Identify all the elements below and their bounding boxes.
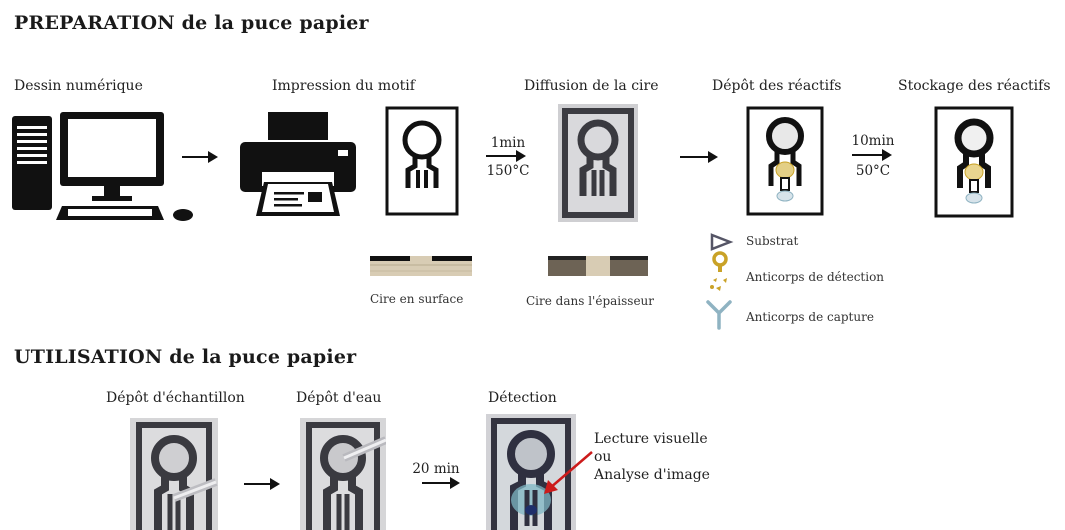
stockage-temp: 50°C (855, 163, 891, 179)
printed-chip (385, 106, 459, 216)
detection-antibody-icon (710, 251, 728, 291)
legend-detection: Anticorps de détection (746, 270, 885, 284)
diffusion-time: 1min (490, 135, 526, 151)
legend-substrat: Substrat (746, 234, 799, 248)
step-dessin-label: Dessin numérique (14, 78, 143, 94)
arrow-to-depot (680, 151, 718, 163)
arrow-to-diffusion (486, 150, 526, 162)
step-detection-label: Détection (488, 390, 557, 406)
printer-icon (240, 112, 356, 216)
reagent-chip (746, 106, 824, 216)
step-impression-label: Impression du motif (272, 78, 415, 94)
water-chip-photo (300, 418, 386, 530)
readout-block: Lecture visuelle ou Analyse d'image (594, 430, 710, 484)
arrow-to-eau (244, 478, 280, 490)
substrat-icon (710, 233, 734, 251)
utilisation-title: UTILISATION de la puce papier (14, 346, 357, 368)
computer-icon (12, 112, 193, 221)
incubation-time: 20 min (412, 461, 460, 477)
wax-surface-label: Cire en surface (370, 292, 464, 306)
diffused-chip-photo (558, 104, 638, 222)
arrow-dessin-to-impression (182, 151, 218, 163)
detection-pointer-arrow (544, 451, 593, 494)
diffusion-temp: 150°C (486, 163, 530, 179)
preparation-title: PREPARATION de la puce papier (14, 12, 369, 34)
wax-depth-strip (548, 256, 648, 276)
step-eau-label: Dépôt d'eau (296, 390, 382, 406)
readout-or: ou (594, 449, 612, 465)
stockage-time: 10min (851, 133, 895, 149)
capture-antibody-icon (706, 300, 732, 330)
stored-chip (934, 106, 1014, 218)
legend-capture: Anticorps de capture (746, 310, 874, 324)
step-depot-label: Dépôt des réactifs (712, 78, 842, 94)
arrow-to-stockage (852, 149, 892, 161)
sample-chip-photo (130, 418, 218, 530)
step-stockage-label: Stockage des réactifs (898, 78, 1051, 94)
wax-surface-strip (370, 256, 472, 276)
wax-depth-label: Cire dans l'épaisseur (526, 294, 655, 308)
step-echantillon-label: Dépôt d'échantillon (106, 390, 245, 406)
readout-image: Analyse d'image (594, 467, 710, 483)
step-diffusion-label: Diffusion de la cire (524, 78, 659, 94)
detection-chip-photo (486, 414, 576, 530)
readout-visual: Lecture visuelle (594, 431, 708, 447)
arrow-to-detection (422, 477, 460, 489)
